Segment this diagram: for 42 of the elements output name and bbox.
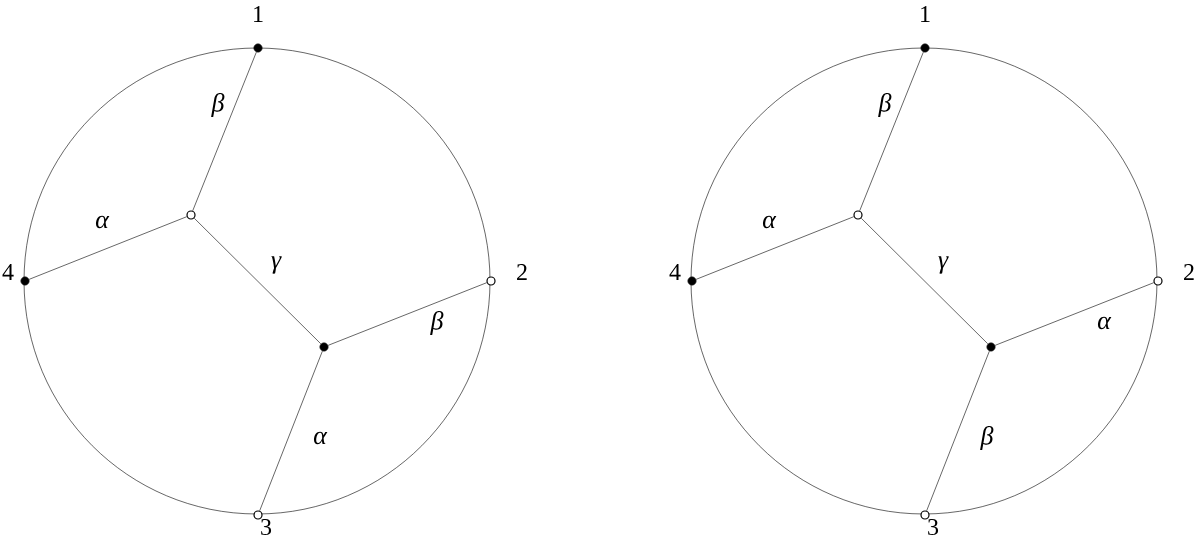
edge-label: β xyxy=(980,426,994,450)
vertex-number: 2 xyxy=(1184,264,1194,280)
edge-line xyxy=(259,350,323,511)
open-vertex xyxy=(253,510,263,520)
edge-line xyxy=(327,282,488,346)
edge-line xyxy=(926,350,990,511)
edge-line xyxy=(194,217,322,345)
open-vertex xyxy=(853,210,863,220)
edge-label: β xyxy=(211,93,225,117)
edge-line xyxy=(860,217,989,345)
filled-vertex xyxy=(20,276,30,286)
boundary-circle xyxy=(23,47,491,515)
open-vertex xyxy=(920,510,930,520)
edge-label: γ xyxy=(938,256,949,274)
filled-vertex xyxy=(253,43,263,53)
open-vertex xyxy=(1153,276,1163,286)
vertex-number: 1 xyxy=(921,6,930,22)
edge-label: β xyxy=(878,93,892,117)
filled-vertex xyxy=(319,342,329,352)
open-vertex xyxy=(186,210,196,220)
edge-line xyxy=(994,282,1154,346)
filled-vertex xyxy=(920,43,930,53)
filled-vertex xyxy=(687,276,697,286)
edge-line xyxy=(859,51,924,211)
edge-label: α xyxy=(762,215,777,229)
vertex-number: 3 xyxy=(261,518,272,536)
vertex-number: 3 xyxy=(928,518,939,536)
edge-line xyxy=(695,216,855,280)
filled-vertex xyxy=(986,342,996,352)
vertex-number: 1 xyxy=(254,6,263,22)
edge-line xyxy=(28,216,188,280)
edge-label: γ xyxy=(271,256,282,274)
open-vertex xyxy=(486,276,496,286)
edge-line xyxy=(192,51,257,211)
edge-label: α xyxy=(313,431,328,445)
edge-label: β xyxy=(430,311,444,335)
vertex-number: 2 xyxy=(517,264,527,280)
vertex-number: 4 xyxy=(669,264,681,280)
boundary-circle xyxy=(690,47,1158,515)
edge-label: α xyxy=(95,215,110,229)
vertex-number: 4 xyxy=(2,264,14,280)
edge-label: α xyxy=(1097,316,1112,330)
